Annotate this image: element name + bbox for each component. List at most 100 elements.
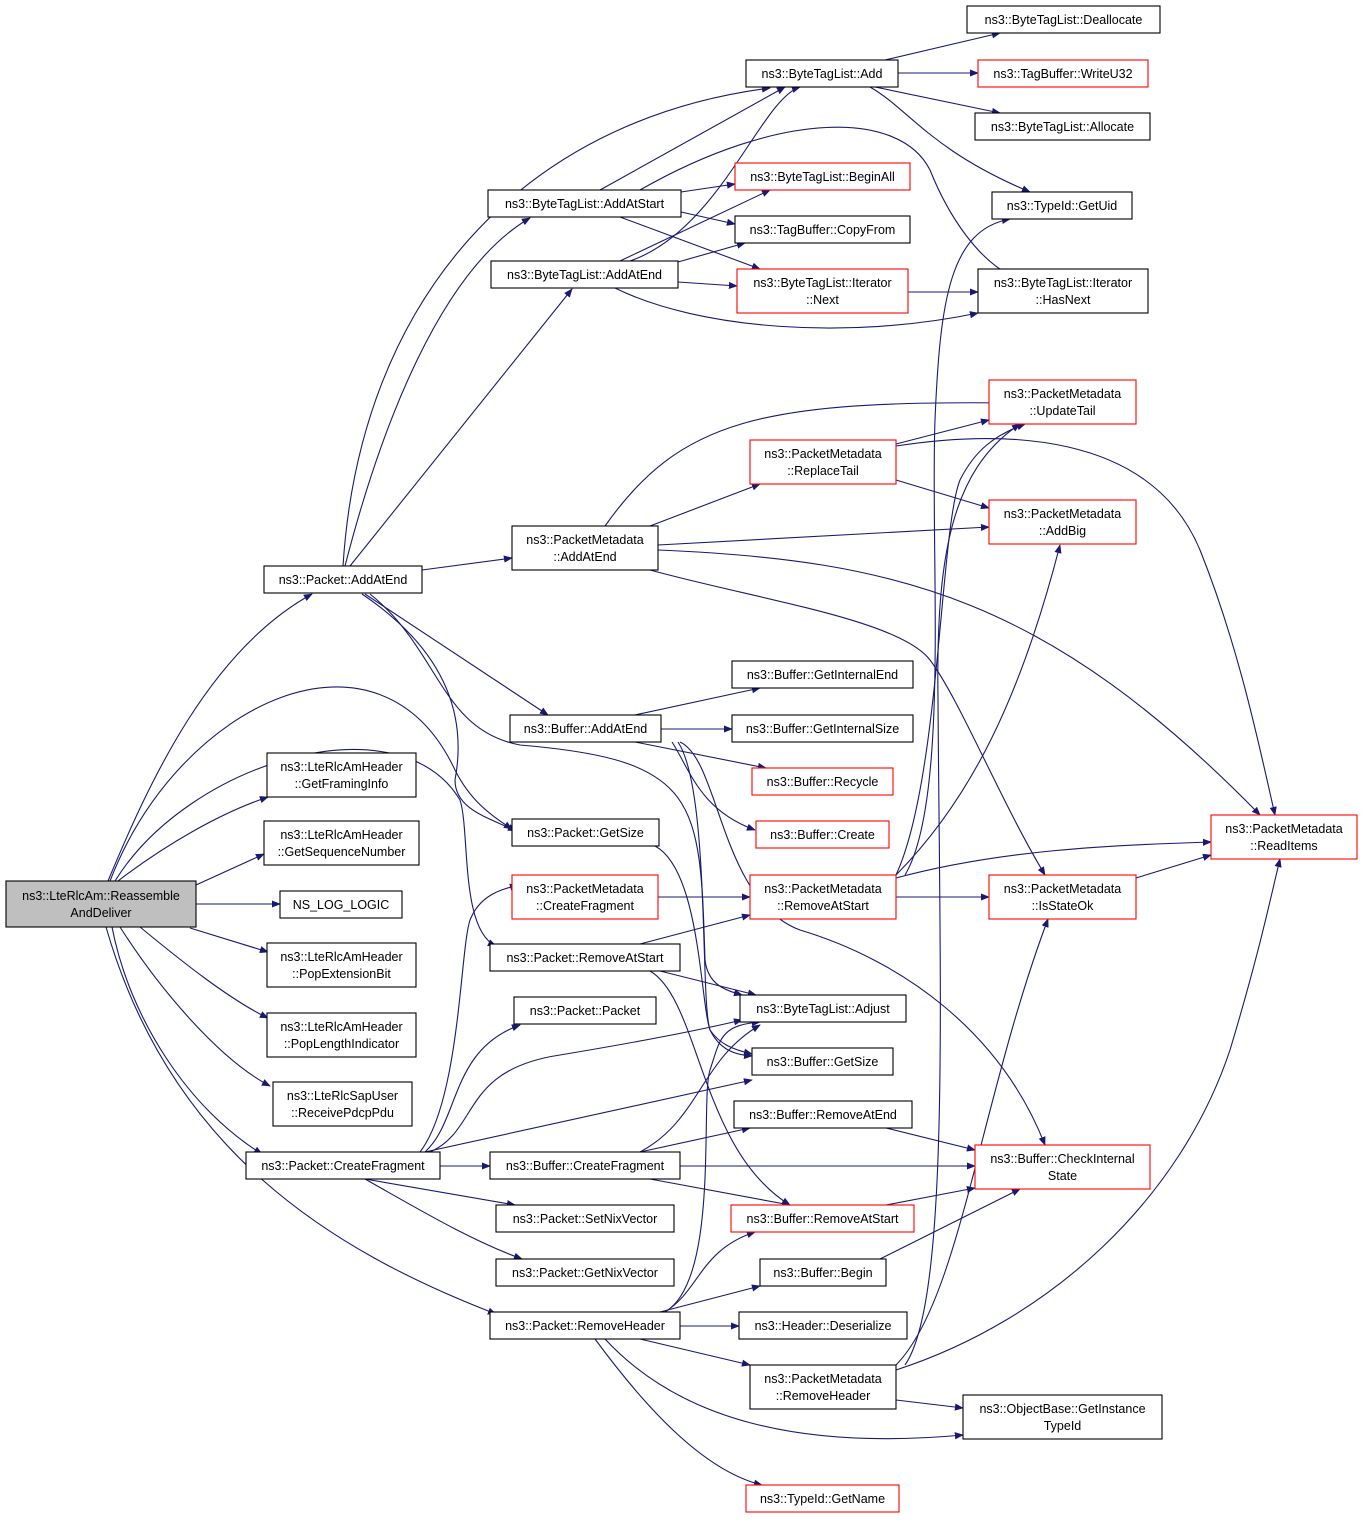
node-pk_setnix[interactable]: ns3::Packet::SetNixVector [495,1204,675,1233]
node-box [511,818,660,847]
node-label: ns3::Packet::CreateFragment [261,1159,425,1173]
node-label: ns3::ByteTagList::Iterator [994,276,1132,290]
node-label: ::ReceivePdcpPdu [291,1106,394,1120]
node-buf_create[interactable]: ns3::Buffer::Create [755,820,890,849]
edge-pm_removeatstart-to-pm_updatetail [895,423,1026,876]
edge-pk_removeheader-to-pm_removeheader [639,1338,751,1367]
node-btl_alloc[interactable]: ns3::ByteTagList::Allocate [974,112,1151,141]
node-label: ::GetFramingInfo [295,777,389,791]
node-btl_it_next[interactable]: ns3::ByteTagList::Iterator::Next [736,268,909,314]
node-label: ns3::PacketMetadata [764,882,881,896]
edge-pm_removeatstart-to-pm_readitems [895,838,1212,879]
edge-pm_addatend-to-pm_isstateok [649,569,1046,876]
node-buf_removeatend[interactable]: ns3::Buffer::RemoveAtEnd [733,1100,913,1129]
node-pk_packet[interactable]: ns3::Packet::Packet [513,996,657,1025]
node-label: ns3::PacketMetadata [764,1372,881,1386]
edge-btl_addatend-to-btl_it_next [677,281,738,290]
node-getseq[interactable]: ns3::LteRlcAmHeader::GetSequenceNumber [263,820,420,866]
node-label: ns3::ByteTagList::Iterator [753,276,891,290]
edge-pk_createfrag-to-pk_getnix [364,1178,523,1260]
node-btl_beginall[interactable]: ns3::ByteTagList::BeginAll [734,162,911,191]
node-label: ns3::TypeId::GetUid [1007,199,1118,213]
node-pm_replacetail[interactable]: ns3::PacketMetadata::ReplaceTail [749,439,897,485]
node-box [495,1258,675,1287]
node-box [751,767,894,796]
edge-root-to-recvpdcp [119,926,271,1087]
node-label: ns3::ByteTagList::Adjust [756,1002,890,1016]
node-btl_adjust[interactable]: ns3::ByteTagList::Adjust [739,994,907,1023]
node-btl_addatend[interactable]: ns3::ByteTagList::AddAtEnd [490,260,679,289]
node-btl_addatstart[interactable]: ns3::ByteTagList::AddAtStart [487,189,682,218]
node-label: ns3::LteRlcAm::Reassemble [22,889,180,903]
node-pk_removeatstart[interactable]: ns3::Packet::RemoveAtStart [489,943,681,972]
edge-btl_add-to-typeid_getuid [869,86,1031,193]
edge-buf_addatend-to-buf_create [671,741,756,831]
node-pk_removeheader[interactable]: ns3::Packet::RemoveHeader [489,1311,681,1340]
node-pm_readitems[interactable]: ns3::PacketMetadata::ReadItems [1210,814,1358,860]
node-buf_getinternalend[interactable]: ns3::Buffer::GetInternalEnd [731,660,914,689]
node-label: ns3::ByteTagList::AddAtEnd [507,268,662,282]
edge-pk_removeheader-to-ob_getinstancetypeid [604,1338,964,1440]
node-box [966,5,1161,34]
node-label: ns3::Buffer::GetInternalEnd [747,668,898,682]
node-pk_getsize[interactable]: ns3::Packet::GetSize [511,818,660,847]
node-pm_removeheader[interactable]: ns3::PacketMetadata::RemoveHeader [749,1364,897,1410]
node-pm_addatend[interactable]: ns3::PacketMetadata::AddAtEnd [511,525,659,571]
node-nslog[interactable]: NS_LOG_LOGIC [279,890,403,919]
edge-root-to-pk_removeheader [105,926,497,1315]
node-buf_recycle[interactable]: ns3::Buffer::Recycle [751,767,894,796]
node-label: ns3::Buffer::RemoveAtStart [747,1212,899,1226]
edge-buf_createfrag-to-buf_removeatend [639,1126,751,1153]
node-box [736,268,909,314]
node-buf_begin[interactable]: ns3::Buffer::Begin [759,1258,887,1287]
node-pk_createfrag[interactable]: ns3::Packet::CreateFragment [245,1151,441,1180]
node-label: ns3::PacketMetadata [526,533,643,547]
node-label: ns3::Packet::RemoveHeader [505,1319,665,1333]
node-label: ::UpdateTail [1029,404,1095,418]
node-typeid_getuid[interactable]: ns3::TypeId::GetUid [991,191,1133,220]
node-hdr_deserialize[interactable]: ns3::Header::Deserialize [738,1311,908,1340]
node-popext[interactable]: ns3::LteRlcAmHeader::PopExtensionBit [266,942,417,988]
node-btl_add[interactable]: ns3::ByteTagList::Add [745,59,899,88]
node-box [511,874,659,920]
node-label: ns3::LteRlcAmHeader [280,950,402,964]
node-label: ::IsStateOk [1032,899,1095,913]
node-typeid_getname[interactable]: ns3::TypeId::GetName [745,1484,900,1513]
node-box [733,1100,913,1129]
node-box [991,191,1133,220]
node-pm_removeatstart[interactable]: ns3::PacketMetadata::RemoveAtStart [749,874,897,920]
node-label: ::GetSequenceNumber [278,845,406,859]
node-buf_createfrag[interactable]: ns3::Buffer::CreateFragment [489,1151,681,1180]
node-btl_dealloc[interactable]: ns3::ByteTagList::Deallocate [966,5,1161,34]
node-label: ns3::Buffer::GetSize [767,1055,879,1069]
node-pm_createfrag[interactable]: ns3::PacketMetadata::CreateFragment [511,874,659,920]
node-box [266,752,417,798]
node-pm_updatetail[interactable]: ns3::PacketMetadata::UpdateTail [988,379,1137,425]
node-recvpdcp[interactable]: ns3::LteRlcSapUser::ReceivePdcpPdu [272,1081,413,1127]
edge-pk_createfrag-to-pm_createfrag [419,883,519,1153]
edge-pk_addatend-to-btl_adjust [369,593,743,997]
node-tb_copyfrom[interactable]: ns3::TagBuffer::CopyFrom [734,215,911,244]
node-buf_addatend[interactable]: ns3::Buffer::AddAtEnd [509,714,662,743]
node-getframing[interactable]: ns3::LteRlcAmHeader::GetFramingInfo [266,752,417,798]
node-buf_getsize[interactable]: ns3::Buffer::GetSize [751,1047,894,1076]
node-pk_getnix[interactable]: ns3::Packet::GetNixVector [495,1258,675,1287]
node-buf_removeatstart[interactable]: ns3::Buffer::RemoveAtStart [730,1204,915,1233]
node-btl_it_hasnext[interactable]: ns3::ByteTagList::Iterator::HasNext [977,268,1149,314]
edge-pm_addatend-to-pm_updatetail [604,399,1016,527]
node-pm_isstateok[interactable]: ns3::PacketMetadata::IsStateOk [988,874,1137,920]
node-buf_getinternalsize[interactable]: ns3::Buffer::GetInternalSize [731,714,914,743]
node-box [739,994,907,1023]
node-box [759,1258,887,1287]
edge-pk_addatend-to-pk_getsize [361,593,517,832]
node-label: ns3::ByteTagList::Allocate [991,120,1134,134]
node-poplen[interactable]: ns3::LteRlcAmHeader::PopLengthIndicator [266,1012,417,1058]
node-box [272,1081,413,1127]
node-box [731,714,914,743]
node-pm_addbig[interactable]: ns3::PacketMetadata::AddBig [988,499,1137,545]
node-tb_writeu32[interactable]: ns3::TagBuffer::WriteU32 [977,59,1149,88]
node-pk_addatend[interactable]: ns3::Packet::AddAtEnd [263,565,423,594]
